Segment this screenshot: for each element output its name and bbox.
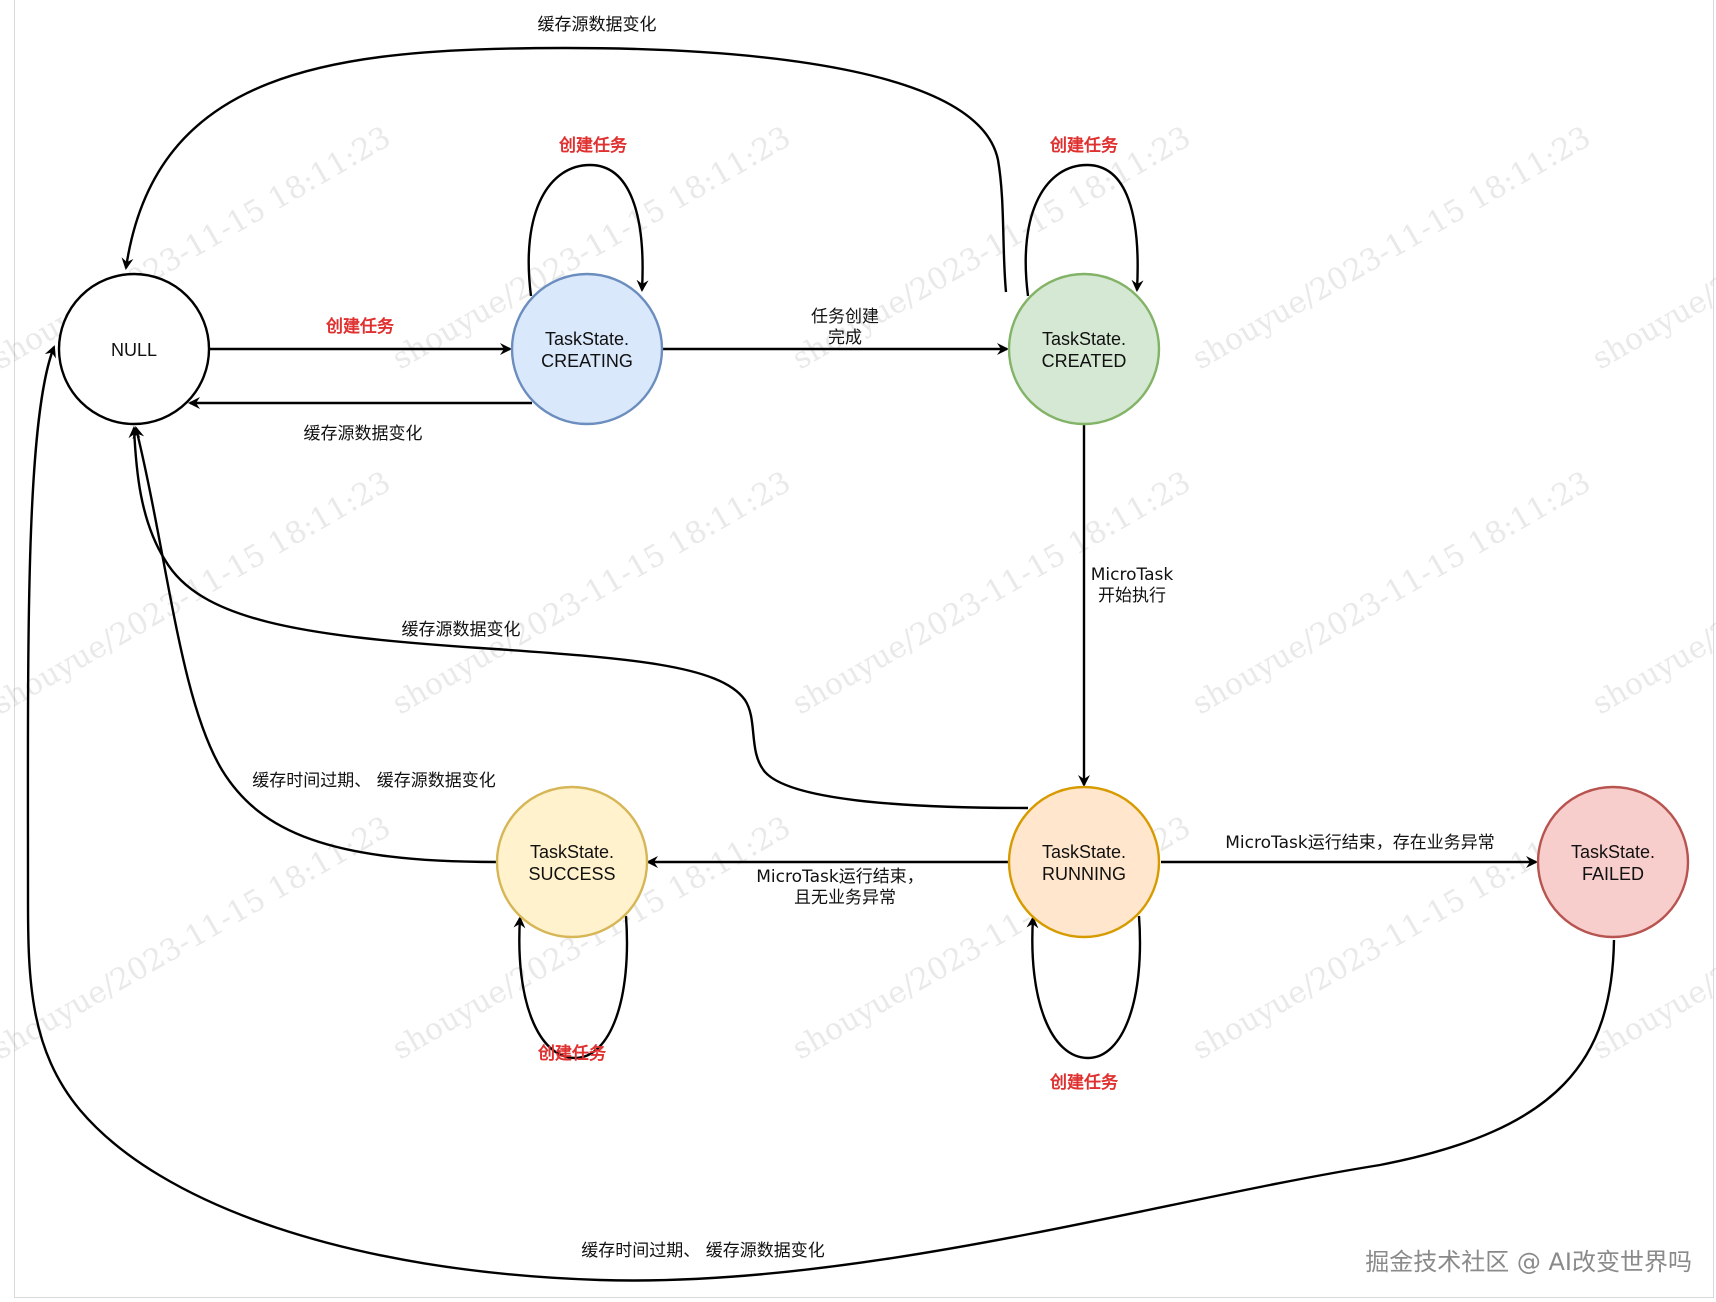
watermark: shouyue/2023-11-15 18:11:23 <box>1187 465 1597 722</box>
state-running-label-line1: TaskState. <box>1042 842 1126 862</box>
state-success[interactable]: TaskState. SUCCESS <box>495 785 649 939</box>
watermark: shouyue/2023-11-15 18:11:23 <box>0 810 397 1067</box>
edge-label-success-self: 创建任务 <box>537 1043 607 1064</box>
edge-label-creating-to-null: 缓存源数据变化 <box>304 424 423 444</box>
state-creating-label-line1: TaskState. <box>545 329 629 349</box>
watermark-layer: shouyue/2023-11-15 18:11:23 shouyue/2023… <box>0 120 1716 1067</box>
state-failed-circle <box>1536 785 1690 939</box>
state-running-circle <box>1007 785 1161 939</box>
watermark: shouyue/2023-11-15 18:11:23 <box>1587 120 1716 377</box>
edge-label-running-self: 创建任务 <box>1049 1072 1119 1093</box>
state-success-label-line2: SUCCESS <box>528 864 615 884</box>
edge-created-self-loop <box>1024 163 1144 297</box>
diagram-frame <box>14 0 1714 1298</box>
edge-running-self-loop <box>1026 915 1142 1060</box>
state-creating-circle <box>510 272 664 426</box>
edge-failed-to-null <box>26 345 1616 1282</box>
edge-label-null-to-creating: 创建任务 <box>325 316 395 337</box>
edge-label-creating-self: 创建任务 <box>558 135 628 156</box>
edge-running-to-null <box>128 426 1029 810</box>
edge-created-to-null-top <box>121 46 1008 293</box>
state-created-circle <box>1007 272 1161 426</box>
state-running-label-line2: RUNNING <box>1042 864 1126 884</box>
footer-credit: 掘金技术社区 @ AI改变世界吗 <box>1365 1248 1692 1276</box>
state-created-label-line2: CREATED <box>1042 351 1127 371</box>
edge-label-creating-to-created-line1: 任务创建 <box>811 307 879 327</box>
edge-label-running-to-null: 缓存源数据变化 <box>402 620 521 640</box>
edge-label-created-to-running-line2: 开始执行 <box>1098 586 1166 606</box>
state-success-circle <box>495 785 649 939</box>
edges <box>26 46 1616 1282</box>
edge-labels: 缓存源数据变化 创建任务 创建任务 创建任务 缓存源数据变化 任务创建 完成 M… <box>252 15 1494 1261</box>
edge-label-running-to-success-line1: MicroTask运行结束， <box>756 867 923 887</box>
state-null-circle <box>57 272 211 426</box>
state-creating-label-line2: CREATING <box>541 351 633 371</box>
edge-label-created-to-running-line1: MicroTask <box>1091 565 1174 585</box>
edge-creating-self-loop <box>527 163 649 297</box>
state-created-label-line1: TaskState. <box>1042 329 1126 349</box>
edge-success-self-loop <box>513 915 629 1060</box>
edge-label-created-to-null-top: 缓存源数据变化 <box>538 15 657 35</box>
watermark: shouyue/2023-11-15 18:11:23 <box>387 465 797 722</box>
state-success-label-line1: TaskState. <box>530 842 614 862</box>
edge-label-running-to-failed: MicroTask运行结束，存在业务异常 <box>1225 833 1494 853</box>
state-creating[interactable]: TaskState. CREATING <box>510 272 664 426</box>
state-running[interactable]: TaskState. RUNNING <box>1007 785 1161 939</box>
edge-success-to-null <box>132 426 497 864</box>
edge-label-success-to-null: 缓存时间过期、 缓存源数据变化 <box>252 771 495 791</box>
state-failed-label-line2: FAILED <box>1582 864 1644 884</box>
watermark: shouyue/2023-11-15 18:11:23 <box>1187 120 1597 377</box>
state-null-label: NULL <box>111 340 157 360</box>
edge-label-running-to-success-line2: 且无业务异常 <box>794 888 896 908</box>
state-created[interactable]: TaskState. CREATED <box>1007 272 1161 426</box>
edge-label-failed-to-null: 缓存时间过期、 缓存源数据变化 <box>581 1241 824 1261</box>
watermark: shouyue/2023-11-15 18:11:23 <box>1587 465 1716 722</box>
state-null[interactable]: NULL <box>57 272 211 426</box>
state-failed-label-line1: TaskState. <box>1571 842 1655 862</box>
state-failed[interactable]: TaskState. FAILED <box>1536 785 1690 939</box>
edge-label-created-self: 创建任务 <box>1049 135 1119 156</box>
edge-label-creating-to-created-line2: 完成 <box>828 328 862 348</box>
